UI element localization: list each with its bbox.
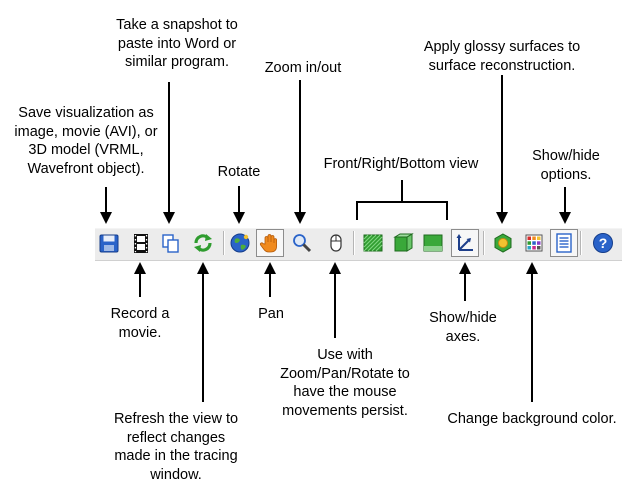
toolbar-separator (580, 231, 582, 255)
label-persist-mouse: Use with Zoom/Pan/Rotate to have the mou… (280, 347, 410, 419)
rotate-button[interactable] (227, 230, 253, 256)
save-button[interactable] (96, 230, 122, 256)
front-view-icon (363, 234, 383, 252)
persist-mouse-button[interactable] (323, 230, 349, 256)
label-snapshot: Take a snapshot to paste into Word or si… (116, 17, 238, 70)
svg-text:?: ? (599, 235, 608, 251)
options-page-icon (556, 233, 572, 253)
label-pan: Pan (258, 306, 284, 322)
globe-icon (230, 233, 250, 253)
bracket-views (356, 180, 448, 220)
magnifier-icon (293, 234, 312, 253)
label-zoom: Zoom in/out (264, 60, 342, 76)
film-strip-icon (134, 234, 148, 253)
label-save-visualization: Save visualization as image, movie (AVI)… (14, 105, 158, 177)
refresh-button[interactable] (190, 230, 216, 256)
refresh-arrows-icon (194, 234, 212, 252)
glossy-surface-icon (494, 233, 512, 253)
background-color-button[interactable] (521, 230, 547, 256)
record-movie-button[interactable] (128, 230, 154, 256)
bottom-view-button[interactable] (420, 230, 446, 256)
label-front-right-bottom-view: Front/Right/Bottom view (323, 156, 479, 172)
toolbar-separator (353, 231, 355, 255)
label-record-movie: Record a movie. (110, 306, 170, 341)
label-glossy: Apply glossy surfaces to surface reconst… (423, 39, 581, 74)
mouse-icon (330, 234, 342, 252)
axes-icon (456, 234, 473, 251)
copy-pages-icon (162, 234, 179, 253)
show-hide-options-button[interactable] (550, 229, 578, 257)
label-show-hide-options: Show/hide options. (532, 148, 600, 183)
hand-icon (259, 234, 277, 253)
label-show-hide-axes: Show/hide axes. (429, 310, 497, 345)
pan-button[interactable] (256, 229, 284, 257)
toolbar-separator (483, 231, 485, 255)
front-view-button[interactable] (360, 230, 386, 256)
label-background-color: Change background color. (447, 411, 617, 427)
label-refresh-view: Refresh the view to reflect changes made… (113, 411, 239, 483)
show-hide-axes-button[interactable] (451, 229, 479, 257)
floppy-disk-icon (99, 234, 119, 253)
color-grid-icon (525, 234, 543, 252)
bottom-view-icon (423, 234, 443, 252)
help-button[interactable]: ? (590, 230, 616, 256)
label-rotate: Rotate (217, 164, 261, 180)
right-view-icon (393, 233, 414, 252)
glossy-surface-button[interactable] (490, 230, 516, 256)
zoom-button[interactable] (289, 230, 315, 256)
right-view-button[interactable] (390, 230, 416, 256)
help-icon: ? (593, 233, 613, 253)
toolbar-separator (223, 231, 225, 255)
snapshot-button[interactable] (158, 230, 184, 256)
